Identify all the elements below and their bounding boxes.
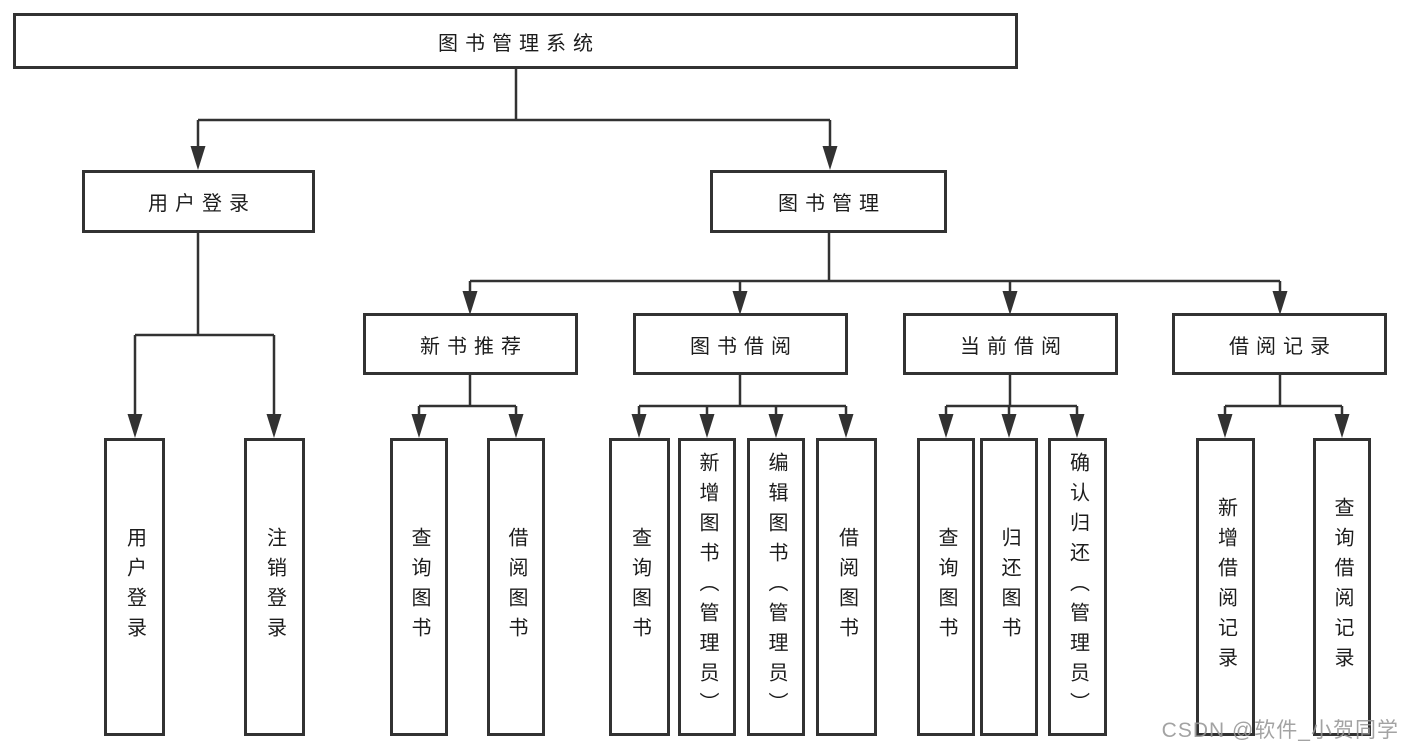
leaf-label: 借阅图书 — [505, 527, 527, 647]
leaf-label: 注销登录 — [263, 527, 286, 647]
leaf-query-borrow-record: 查询借阅记录 — [1313, 438, 1371, 736]
leaf-label: 确认归还（管理员） — [1066, 452, 1089, 722]
connector-stems — [133, 69, 1344, 418]
node-book-borrowing: 图书借阅 — [633, 313, 848, 375]
leaf-query-books-2: 查询图书 — [609, 438, 670, 736]
leaf-borrow-books-1: 借阅图书 — [487, 438, 545, 736]
node-label: 图书管理系统 — [438, 32, 600, 55]
leaf-add-borrow-record: 新增借阅记录 — [1196, 438, 1255, 736]
leaf-label: 新增图书（管理员） — [696, 452, 718, 722]
leaf-user-login: 用户登录 — [104, 438, 165, 736]
node-new-book-recommendation: 新书推荐 — [363, 313, 578, 375]
node-label: 用户登录 — [148, 193, 256, 215]
leaf-label: 用户登录 — [123, 527, 146, 647]
leaf-query-books-3: 查询图书 — [917, 438, 975, 736]
node-book-management: 图书管理 — [710, 170, 947, 233]
leaf-label: 查询图书 — [628, 527, 651, 647]
arrowhead-icons — [127, 146, 1350, 438]
node-user-login: 用户登录 — [82, 170, 315, 233]
leaf-confirm-return-admin: 确认归还（管理员） — [1048, 438, 1107, 736]
leaf-add-book-admin: 新增图书（管理员） — [678, 438, 736, 736]
node-current-borrowing: 当前借阅 — [903, 313, 1118, 375]
node-label: 当前借阅 — [960, 335, 1068, 358]
leaf-label: 借阅图书 — [835, 527, 858, 647]
leaf-edit-book-admin: 编辑图书（管理员） — [747, 438, 805, 736]
leaf-label: 查询借阅记录 — [1331, 497, 1353, 677]
node-label: 图书管理 — [778, 193, 886, 215]
leaf-label: 归还图书 — [998, 527, 1020, 647]
leaf-label: 查询图书 — [408, 527, 430, 647]
leaf-borrow-books-2: 借阅图书 — [816, 438, 877, 736]
node-library-management-system: 图书管理系统 — [13, 13, 1018, 69]
leaf-label: 查询图书 — [935, 527, 957, 647]
leaf-query-books-1: 查询图书 — [390, 438, 448, 736]
node-borrowing-records: 借阅记录 — [1172, 313, 1387, 375]
leaf-logout-login: 注销登录 — [244, 438, 305, 736]
csdn-watermark: CSDN @软件_小贺同学 — [1161, 719, 1399, 742]
leaf-label: 编辑图书（管理员） — [765, 452, 787, 722]
node-label: 借阅记录 — [1229, 335, 1337, 358]
leaf-return-books: 归还图书 — [980, 438, 1038, 736]
leaf-label: 新增借阅记录 — [1214, 497, 1237, 677]
node-label: 新书推荐 — [420, 335, 528, 358]
node-label: 图书借阅 — [690, 335, 798, 358]
